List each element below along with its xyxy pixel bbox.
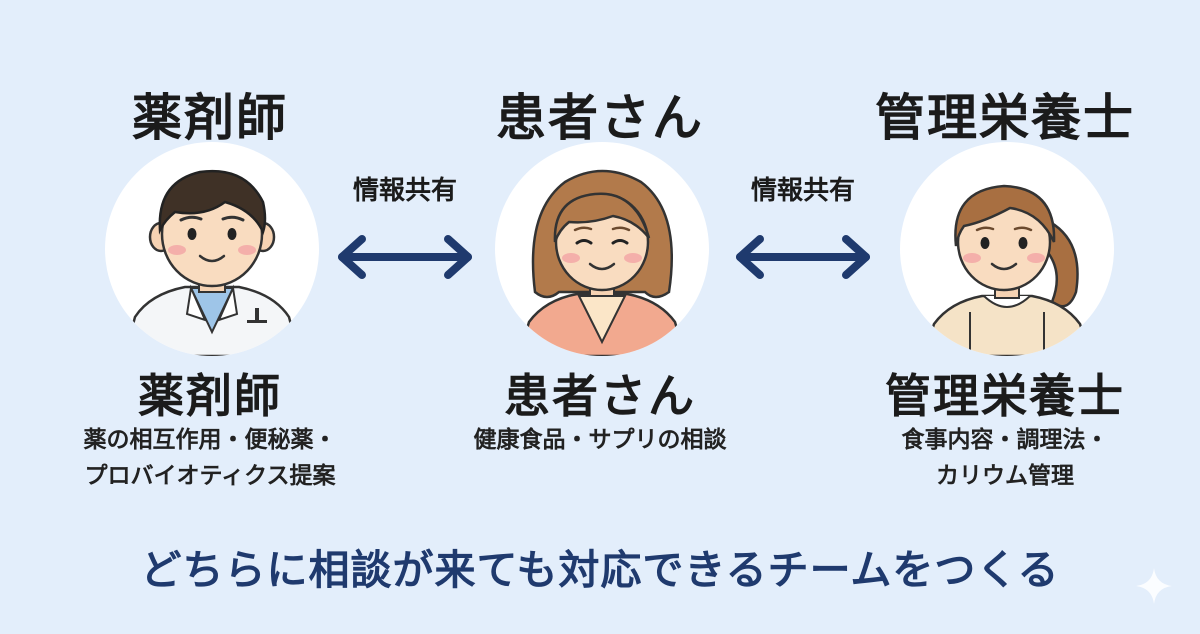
patient-top-label: 患者さん	[496, 89, 704, 147]
dietitian-bottom-label: 管理栄養士	[885, 369, 1125, 423]
pharmacist-desc-line: 薬の相互作用・便秘薬・	[83, 427, 337, 453]
pharmacist-avatar	[105, 142, 319, 356]
patient-bottom-label: 患者さん	[504, 369, 696, 423]
pharmacist-description: 薬の相互作用・便秘薬・ プロバイオティクス提案	[10, 422, 410, 494]
patient-avatar	[495, 142, 709, 356]
double-arrow-icon	[338, 235, 472, 279]
patient-desc-line: 健康食品・サプリの相談	[473, 427, 727, 453]
pharmacist-top-label: 薬剤師	[132, 89, 288, 147]
dietitian-top-label: 管理栄養士	[875, 89, 1135, 147]
team-tagline: どちらに相談が来ても対応できるチームをつくる	[140, 546, 1060, 594]
dietitian-desc-line: カリウム管理	[936, 463, 1074, 489]
sparkle-icon	[1136, 568, 1172, 604]
double-arrow-icon	[736, 235, 870, 279]
info-share-label: 情報共有	[750, 176, 855, 206]
dietitian-avatar	[900, 142, 1114, 356]
patient-description: 健康食品・サプリの相談	[400, 422, 800, 458]
dietitian-description: 食事内容・調理法・ カリウム管理	[805, 422, 1200, 494]
pharmacist-bottom-label: 薬剤師	[138, 369, 282, 423]
info-share-label: 情報共有	[352, 176, 457, 206]
dietitian-desc-line: 食事内容・調理法・	[901, 427, 1109, 453]
pharmacist-desc-line: プロバイオティクス提案	[84, 463, 336, 489]
